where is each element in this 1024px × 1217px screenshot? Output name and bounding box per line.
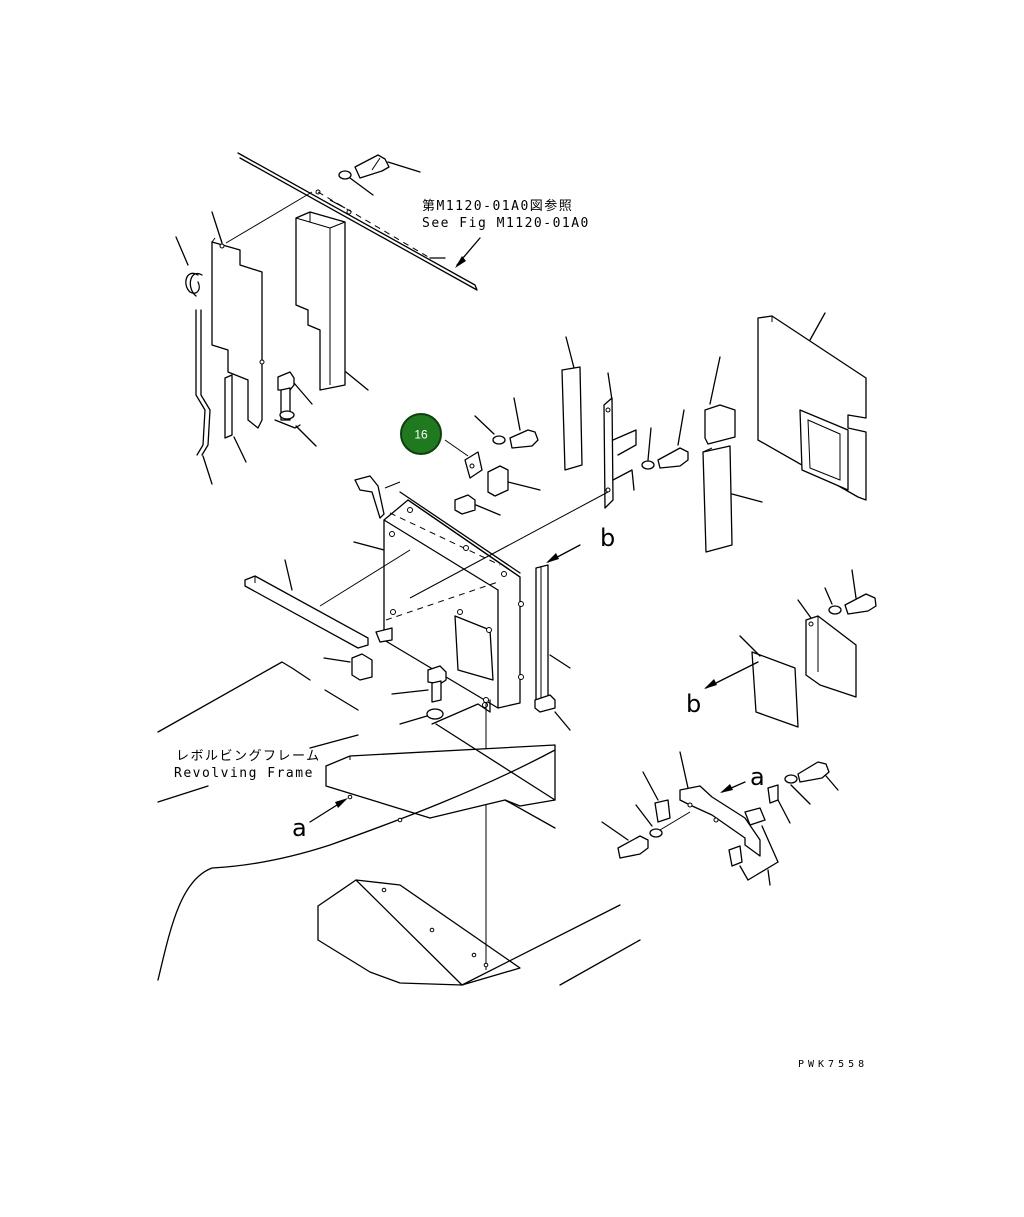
controller-box	[353, 491, 524, 709]
view-letter-b-top: b	[600, 524, 615, 552]
reference-arrow	[455, 237, 481, 268]
small-l-pad	[704, 356, 736, 445]
drawing-code: PWK7558	[798, 1059, 868, 1070]
reference-note-english: See Fig M1120-01A0	[422, 216, 590, 231]
arrow-b-right	[704, 661, 759, 689]
tall-insulation-panel	[295, 211, 369, 391]
lower-clip	[767, 784, 791, 824]
mount-bracket-bottom	[431, 697, 491, 970]
box-side-rail	[535, 564, 571, 702]
lower-cushion-c	[728, 845, 779, 886]
lower-cushion-a	[642, 771, 671, 823]
view-letter-a-top: a	[750, 763, 765, 791]
box-arrow-b	[546, 544, 581, 563]
small-block-left	[323, 653, 373, 681]
mount-bolt	[391, 665, 447, 703]
long-rubber-pad	[702, 445, 763, 553]
arrow-a-left	[309, 798, 348, 823]
lower-cushion-b	[744, 807, 779, 863]
right-bolt	[844, 569, 877, 615]
frame-label-english: Revolving Frame	[174, 766, 314, 781]
top-cover-strip	[237, 152, 478, 291]
washer-mid	[474, 415, 506, 445]
bolt-stay	[657, 409, 689, 469]
connector-block	[487, 465, 541, 497]
frame-label: レボルビングフレーム Revolving Frame	[174, 749, 321, 781]
large-insulation-sheet	[757, 312, 867, 501]
small-block-right	[534, 694, 571, 731]
lower-washer-left	[635, 804, 663, 838]
box-bottom-tab	[375, 627, 393, 643]
lower-washer-right	[784, 774, 811, 805]
reference-note-japanese: 第M1120-01A0図参照	[422, 198, 573, 214]
callout-badge-16[interactable]: 16	[400, 413, 442, 455]
revolving-frame	[157, 661, 641, 986]
right-sheet	[739, 635, 799, 728]
mount-washer	[399, 708, 444, 725]
right-cover-plate	[797, 599, 857, 698]
left-inner-strip	[224, 374, 247, 463]
frame-label-japanese: レボルビングフレーム	[176, 749, 321, 764]
rubber-seal-hook	[175, 236, 203, 297]
callout-badge-number: 16	[414, 428, 428, 442]
view-letter-b-right: b	[686, 690, 701, 718]
lower-bolt-right	[797, 761, 839, 791]
reference-note: 第M1120-01A0図参照 See Fig M1120-01A0	[422, 198, 590, 231]
left-seal-strip	[195, 309, 213, 485]
right-washer	[824, 587, 842, 615]
small-spacer-block	[454, 494, 501, 516]
arrow-a-top	[720, 781, 746, 793]
view-letter-a-left: a	[292, 814, 307, 842]
lower-bolt-left	[601, 811, 691, 859]
bolt-mid	[509, 397, 539, 449]
left-washer	[274, 410, 317, 447]
tall-rubber-pad	[561, 336, 583, 471]
callout-part-clip	[444, 439, 483, 479]
vertical-stay	[409, 372, 637, 599]
left-bracket-panel	[211, 191, 313, 429]
washer-stay	[641, 427, 655, 470]
long-seal-strip	[244, 549, 411, 649]
bolt-top	[338, 154, 421, 196]
lower-bracket	[679, 751, 761, 857]
box-top-bracket	[354, 475, 401, 519]
